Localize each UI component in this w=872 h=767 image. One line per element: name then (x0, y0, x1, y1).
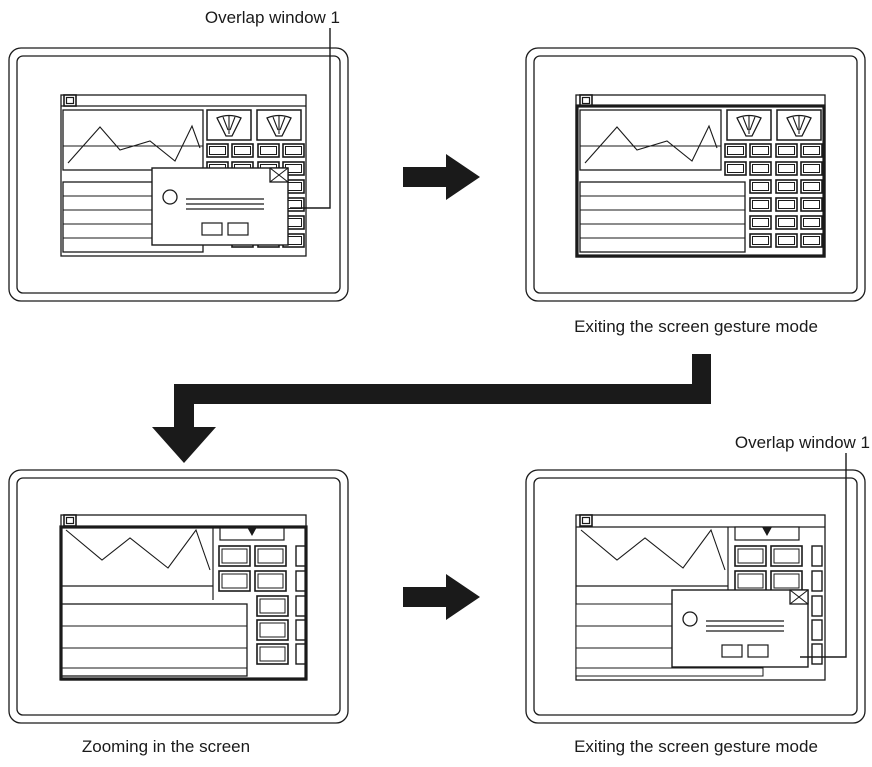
panel-caption: Exiting the screen gesture mode (574, 317, 818, 336)
data-list (60, 603, 248, 677)
panel-exited: Exiting the screen gesture mode (525, 47, 866, 336)
window-icon (63, 94, 77, 107)
right-arrow-icon (403, 574, 480, 620)
window-icon (579, 514, 593, 527)
gauge-icon (726, 109, 772, 141)
overlap-window-callout: Overlap window 1 (205, 8, 340, 27)
panel-caption: Exiting the screen gesture mode (574, 737, 818, 756)
data-list (579, 181, 746, 253)
gauge-icon (776, 109, 822, 141)
screen (575, 514, 826, 681)
overlap-window-callout: Overlap window 1 (735, 433, 870, 452)
screen (575, 94, 826, 258)
panel-caption: Zooming in the screen (82, 737, 250, 756)
callout-leader (290, 28, 331, 209)
screen (59, 514, 308, 681)
trend-graph (579, 109, 722, 171)
window-icon (63, 514, 77, 527)
trend-graph (580, 528, 726, 571)
callout-leader (800, 453, 847, 658)
overlap-window (671, 589, 809, 668)
down-arrow-icon (152, 354, 711, 463)
gauge-icon (206, 109, 252, 141)
panel-zoomed: Zooming in the screen (8, 469, 349, 756)
gauge-icon (256, 109, 302, 141)
overlap-window (151, 167, 289, 246)
panel-initial: Overlap window 1 (8, 8, 349, 302)
trend-graph (65, 528, 211, 571)
window-icon (579, 94, 593, 107)
trend-graph (62, 109, 204, 171)
screen-border (575, 104, 826, 258)
screen-border (59, 525, 308, 681)
panel-zoomed-exited: Overlap window 1 Exiting the screen gest… (525, 433, 870, 756)
right-arrow-icon (403, 154, 480, 200)
screen (60, 94, 307, 257)
